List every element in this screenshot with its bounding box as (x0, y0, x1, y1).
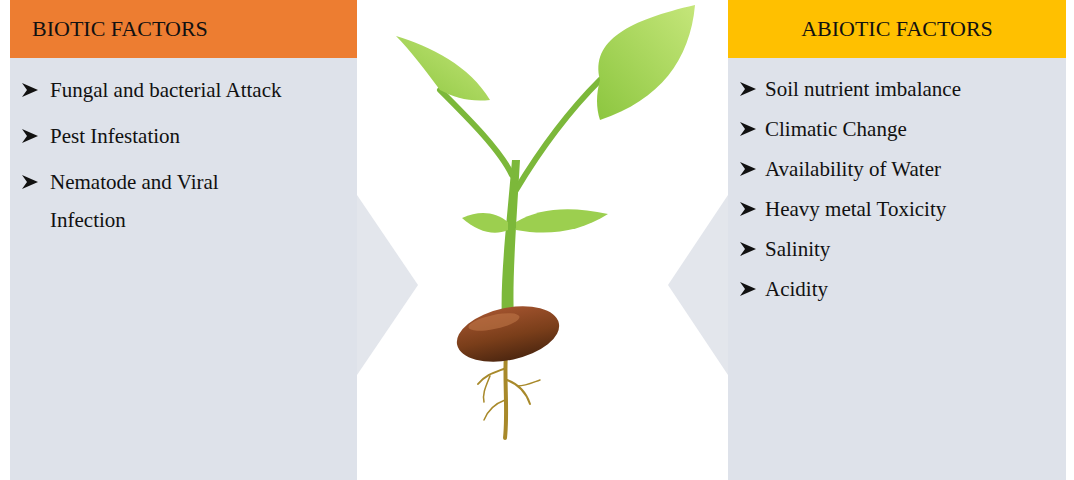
factor-text: Availability of Water (765, 149, 1060, 189)
bullet-arrowhead (740, 202, 756, 216)
factor-text: Heavy metal Toxicity (765, 189, 1060, 229)
factor-text: Acidity (765, 269, 1060, 309)
panel-heading: ABIOTIC FACTORS (728, 0, 1066, 58)
list-item: Salinity (728, 229, 1066, 269)
list-item: Heavy metal Toxicity (728, 189, 1066, 229)
leaf (516, 209, 608, 232)
seed (452, 298, 565, 370)
factor-panel: ABIOTIC FACTORSSoil nutrient imbalanceCl… (728, 0, 1066, 480)
bullet-arrowhead (740, 122, 756, 136)
factor-panel: BIOTIC FACTORSFungal and bacterial Attac… (10, 0, 357, 480)
leaf (462, 213, 508, 233)
factor-text: Nematode and Viral Infection (50, 163, 290, 239)
panel-heading: BIOTIC FACTORS (10, 0, 357, 58)
leaf (597, 5, 695, 120)
roots (478, 352, 540, 438)
list-item: Nematode and Viral Infection (10, 163, 357, 239)
list-item: Pest Infestation (10, 117, 357, 155)
seed-highlight (467, 310, 521, 335)
pointing-arrow (357, 195, 418, 375)
list-item: Soil nutrient imbalance (728, 69, 1066, 109)
leaf (396, 36, 490, 101)
factor-text: Soil nutrient imbalance (765, 69, 1060, 109)
bullet-arrowhead (740, 162, 756, 176)
bullet-arrowhead (22, 83, 38, 97)
bullet-arrowhead (740, 242, 756, 256)
list-item: Acidity (728, 269, 1066, 309)
pointing-arrow (668, 195, 728, 375)
bullet-arrowhead (740, 82, 756, 96)
panel-body: Soil nutrient imbalanceClimatic ChangeAv… (728, 58, 1066, 309)
factor-text: Climatic Change (765, 109, 1060, 149)
list-item: Availability of Water (728, 149, 1066, 189)
bullet-arrowhead (22, 129, 38, 143)
bullet-arrowhead (22, 175, 38, 189)
list-item: Climatic Change (728, 109, 1066, 149)
list-item: Fungal and bacterial Attack (10, 71, 357, 109)
stem (440, 80, 600, 322)
panel-body: Fungal and bacterial AttackPest Infestat… (10, 58, 357, 239)
bullet-arrowhead (740, 282, 756, 296)
factor-text: Fungal and bacterial Attack (50, 71, 290, 109)
factor-text: Salinity (765, 229, 1060, 269)
factor-text: Pest Infestation (50, 117, 290, 155)
